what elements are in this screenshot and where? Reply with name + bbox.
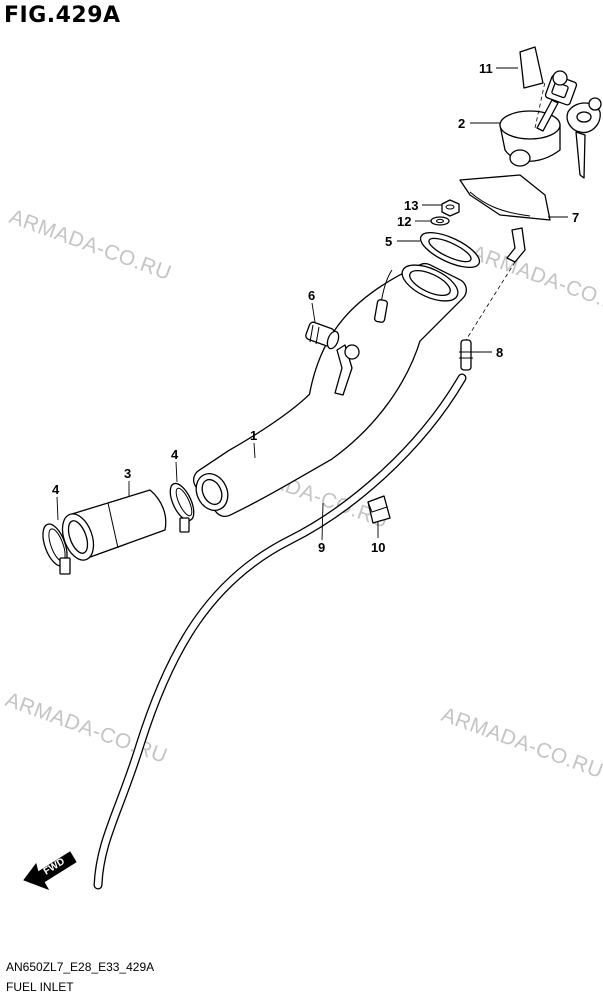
nut <box>441 199 460 217</box>
watermark-bottom-right: ARMADA-CO.RU <box>438 703 603 783</box>
callout-4-right: 4 <box>171 447 179 462</box>
watermark-top-left: ARMADA-CO.RU <box>6 205 174 285</box>
figure-title: FIG.429A <box>4 3 121 28</box>
callout-2: 2 <box>458 116 465 131</box>
assembly-guides <box>465 81 546 341</box>
watermarks: ARMADA-CO.RU ARMADA-CO.RU ARMADA-CO.RU A… <box>2 205 603 783</box>
bracket <box>459 174 551 263</box>
filler-neck <box>193 263 467 517</box>
callout-6: 6 <box>308 288 315 303</box>
gasket <box>419 231 481 269</box>
watermark-top-right: ARMADA-CO.RU <box>468 241 603 321</box>
callout-3: 3 <box>124 466 131 481</box>
callout-5: 5 <box>385 234 392 249</box>
fuel-cap <box>499 110 561 167</box>
callout-13: 13 <box>404 198 418 213</box>
key-tag <box>519 46 544 89</box>
callout-12: 12 <box>397 214 411 229</box>
fwd-arrow-icon: FWD <box>23 851 77 890</box>
connector-hose <box>61 489 167 561</box>
figure-name: FUEL INLET <box>6 980 74 994</box>
callout-1: 1 <box>250 428 257 443</box>
grommet <box>305 321 340 350</box>
hose-clamp-left <box>42 523 71 575</box>
breather-hose <box>93 373 467 890</box>
spare-key <box>566 97 602 179</box>
ignition-key <box>536 70 578 132</box>
callout-labels: 1 2 3 4 4 5 6 7 8 9 10 11 12 13 <box>52 61 579 555</box>
hose-joint <box>459 339 473 371</box>
washer <box>430 216 450 226</box>
callout-8: 8 <box>496 345 503 360</box>
callout-7: 7 <box>572 210 579 225</box>
callout-10: 10 <box>371 540 385 555</box>
leader-lines <box>56 67 568 541</box>
figure-code: AN650ZL7_E28_E33_429A <box>6 960 155 974</box>
hose-clip <box>367 495 391 524</box>
callout-4-left: 4 <box>52 482 60 497</box>
callout-9: 9 <box>318 540 325 555</box>
callout-11: 11 <box>479 61 493 76</box>
hose-clamp-right <box>169 482 195 533</box>
